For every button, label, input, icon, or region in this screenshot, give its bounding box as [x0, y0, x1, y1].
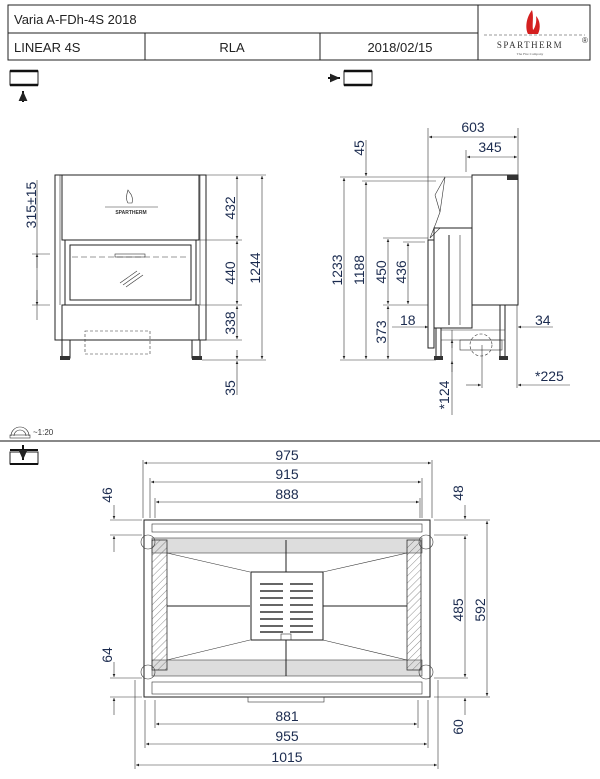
dim-35: 35 [222, 380, 238, 396]
front-view: SPARTHERM 315±15 432 440 338 [23, 174, 266, 396]
svg-text:The Fire Company: The Fire Company [517, 52, 544, 56]
dim-18: 18 [400, 312, 416, 328]
dim-440: 440 [222, 261, 238, 285]
dim-34: 34 [535, 312, 551, 328]
grate [250, 571, 324, 641]
dim-124: *124 [436, 380, 452, 409]
model-name: LINEAR 4S [14, 40, 81, 55]
brand-plate: SPARTHERM [105, 189, 158, 216]
drawing-title: Varia A-FDh-4S 2018 [14, 12, 137, 27]
dim-432: 432 [222, 196, 238, 220]
dim-450: 450 [373, 260, 389, 284]
svg-text:®: ® [582, 36, 588, 45]
dim-345: 345 [478, 139, 502, 155]
dim-955: 955 [275, 728, 299, 744]
dim-315: 315±15 [23, 181, 39, 228]
dim-485: 485 [450, 598, 466, 622]
svg-text:SPARTHERM: SPARTHERM [497, 40, 563, 50]
top-section-view-icon [9, 445, 39, 465]
dim-881: 881 [275, 708, 299, 724]
front-view-icon [9, 69, 39, 102]
dim-592: 592 [472, 598, 488, 622]
dim-975: 975 [275, 447, 299, 463]
svg-text:SPARTHERM: SPARTHERM [115, 210, 146, 216]
scale-indicator: ~1:20 [9, 426, 54, 439]
title-block: Varia A-FDh-4S 2018 LINEAR 4S RLA 2018/0… [7, 4, 591, 61]
dim-1233: 1233 [329, 254, 345, 285]
drawing-date: 2018/02/15 [367, 40, 432, 55]
spartherm-logo: SPARTHERM ® The Fire Company [484, 10, 588, 56]
dim-46: 46 [99, 487, 115, 503]
flame-icon [526, 10, 540, 34]
dim-225: *225 [535, 368, 564, 384]
svg-text:~1:20: ~1:20 [33, 428, 54, 437]
dim-603: 603 [461, 119, 485, 135]
dim-373: 373 [373, 320, 389, 344]
dim-64: 64 [99, 647, 115, 663]
dim-45: 45 [351, 140, 367, 156]
dim-1188: 1188 [351, 255, 367, 285]
dim-915: 915 [275, 466, 299, 482]
scale-ruler-icon [9, 426, 31, 439]
dim-436: 436 [393, 260, 409, 284]
variant-code: RLA [219, 40, 245, 55]
side-view-icon [328, 69, 373, 87]
plan-view: 975 915 888 881 955 1015 46 64 48 485 59 [99, 447, 490, 769]
dim-1244: 1244 [247, 252, 263, 283]
dim-338: 338 [222, 311, 238, 335]
dim-1015: 1015 [271, 749, 302, 765]
handle-bar [247, 696, 325, 703]
dim-888: 888 [275, 486, 299, 502]
dim-48: 48 [450, 485, 466, 501]
dim-60: 60 [450, 719, 466, 735]
side-view: 603 345 45 1233 1188 450 436 373 18 34 *… [329, 119, 570, 415]
